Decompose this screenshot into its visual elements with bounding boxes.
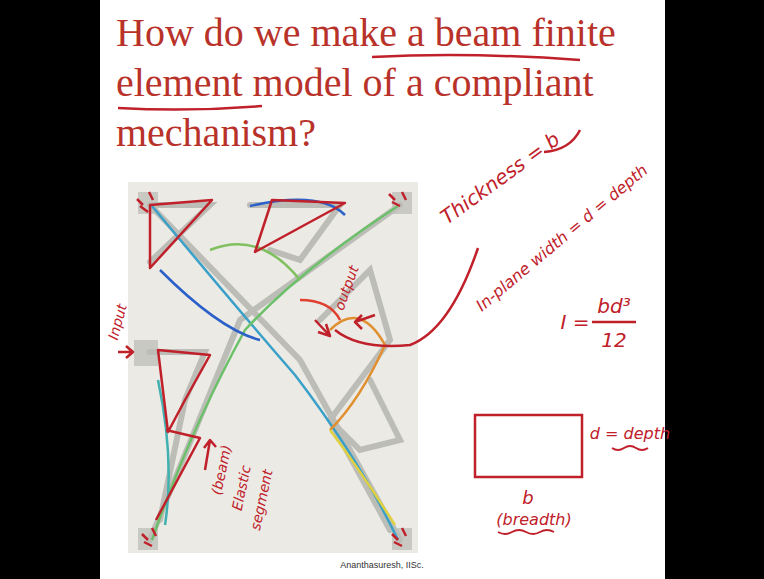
- callout-label: Input: [106, 302, 130, 341]
- formula-part: I =: [560, 311, 589, 333]
- dimension-label: b: [522, 488, 533, 508]
- callout-label: Elastic: [230, 464, 255, 512]
- callout-label: (beam): [209, 444, 235, 497]
- dimension-label: d = depth: [590, 425, 670, 443]
- formula-part: bd³: [597, 295, 630, 317]
- dimension-label: (breadth): [496, 511, 571, 529]
- callout-label: segment: [248, 468, 276, 531]
- footer-credit: Ananthasuresh, IISc.: [340, 561, 424, 571]
- formula-part: 12: [601, 329, 626, 351]
- handwritten-note: Thickness = b: [436, 128, 563, 229]
- slide-title: How do we make a beam finite element mod…: [116, 8, 656, 158]
- callout-label: output: [332, 264, 362, 313]
